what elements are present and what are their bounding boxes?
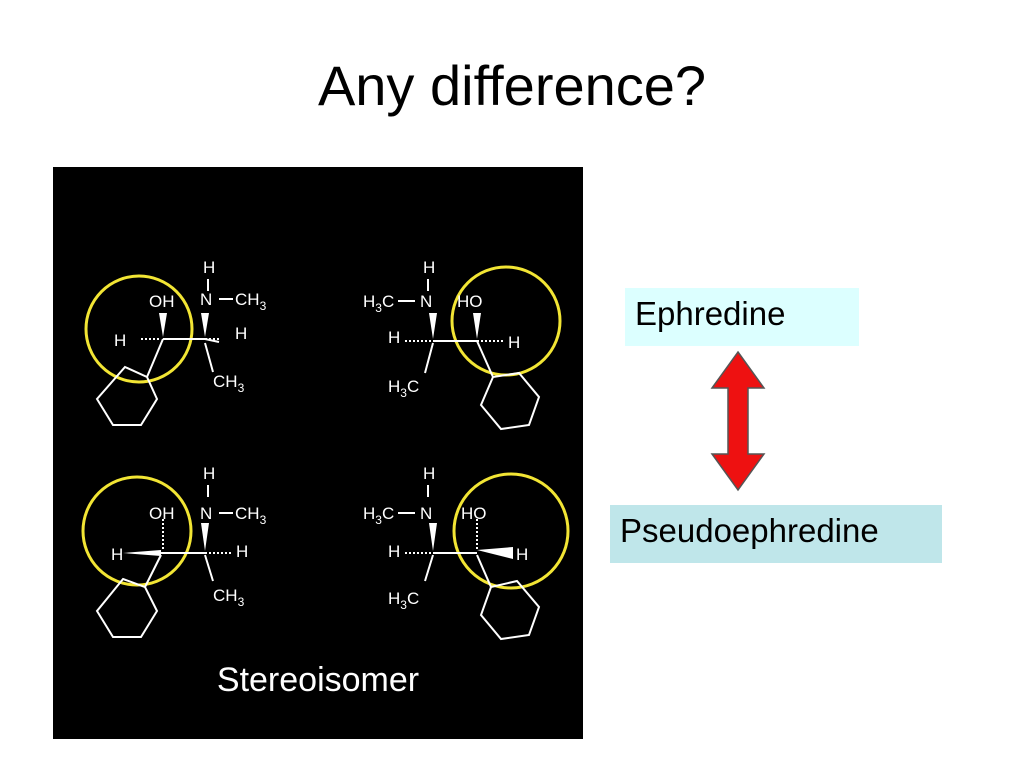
molecule-bottom-right: H H3C N HO H H H3C — [363, 464, 570, 641]
svg-text:CH3: CH3 — [213, 372, 245, 395]
atom-label: 3 — [238, 381, 245, 395]
highlight-circle — [81, 475, 193, 587]
highlight-circle — [452, 472, 570, 590]
svg-text:H3C: H3C — [363, 504, 394, 527]
atom-label: H — [388, 377, 400, 396]
stereoisomer-figure: .bond { stroke:#ffffff; stroke-width:2; … — [53, 167, 583, 739]
atom-label: N — [200, 504, 212, 523]
atom-label: OH — [149, 504, 175, 523]
svg-text:H3C: H3C — [363, 292, 394, 315]
atom-label: C — [407, 589, 419, 608]
atom-label: 3 — [375, 301, 382, 315]
molecule-top-left: H OH N CH3 H H CH3 — [84, 258, 267, 426]
svg-text:CH3: CH3 — [235, 290, 267, 313]
atom-label: HO — [457, 292, 483, 311]
svg-text:CH3: CH3 — [213, 586, 245, 609]
atom-label: 3 — [260, 513, 267, 527]
atom-label: H — [235, 324, 247, 343]
highlight-circle — [450, 265, 562, 377]
atom-label: CH — [235, 504, 260, 523]
atom-label: H — [516, 545, 528, 564]
pseudoephedrine-label: Pseudoephredine — [610, 505, 942, 563]
atom-label: N — [420, 292, 432, 311]
atom-label: 3 — [400, 386, 407, 400]
molecule-bottom-left: H OH N CH3 H H CH3 — [81, 464, 267, 638]
slide-title: Any difference? — [317, 54, 707, 117]
atom-label: H — [423, 464, 435, 483]
atom-label: CH — [213, 372, 238, 391]
atom-label: H — [388, 328, 400, 347]
atom-label: 3 — [260, 299, 267, 313]
atom-label: H — [363, 504, 375, 523]
double-arrow-icon — [710, 350, 766, 492]
atom-label: 3 — [375, 513, 382, 527]
atom-label: H — [388, 589, 400, 608]
atom-label: H — [423, 258, 435, 277]
structures-drawing: .bond { stroke:#ffffff; stroke-width:2; … — [81, 258, 570, 641]
atom-label: C — [407, 377, 419, 396]
atom-label: N — [420, 504, 432, 523]
atom-label: CH — [235, 290, 260, 309]
svg-text:H3C: H3C — [388, 377, 419, 400]
atom-label: N — [200, 290, 212, 309]
svg-text:CH3: CH3 — [235, 504, 267, 527]
atom-label: H — [203, 464, 215, 483]
highlight-circle — [84, 274, 194, 384]
atom-label: CH — [213, 586, 238, 605]
atom-label: OH — [149, 292, 175, 311]
figure-caption: Stereoisomer — [216, 661, 420, 699]
atom-label: H — [114, 331, 126, 350]
atom-label: C — [382, 504, 394, 523]
atom-label: H — [388, 542, 400, 561]
atom-label: 3 — [400, 598, 407, 612]
svg-text:H3C: H3C — [388, 589, 419, 612]
atom-label: H — [203, 258, 215, 277]
atom-label: HO — [461, 504, 487, 523]
atom-label: 3 — [238, 595, 245, 609]
atom-label: H — [508, 333, 520, 352]
atom-label: H — [111, 545, 123, 564]
atom-label: H — [236, 542, 248, 561]
ephedrine-label: Ephredine — [625, 288, 859, 346]
atom-label: C — [382, 292, 394, 311]
atom-label: H — [363, 292, 375, 311]
molecule-top-right: H H3C N HO H H H3C — [363, 258, 562, 431]
